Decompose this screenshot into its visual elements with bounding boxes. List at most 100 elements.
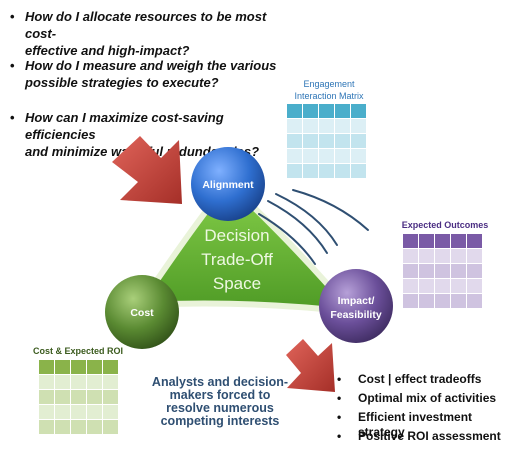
grid-cell [54,374,71,390]
grid-row [38,419,119,435]
alignment-label: Alignment [202,179,254,191]
impact-feasibility-node [319,269,393,343]
grid-row [402,293,483,309]
grid-row [286,148,367,164]
grid-row [402,248,483,264]
grid-cell [38,389,55,405]
grid-cell [350,118,367,134]
expected-outcomes-title: Expected Outcomes [401,220,489,230]
grid-header-cell [86,359,103,375]
grid-cell [450,263,467,279]
motion-lines [258,189,369,265]
bullet: • [10,58,15,73]
grid-cell [86,404,103,420]
grid-cell [418,278,435,294]
impact-label-line1: Impact/ [338,295,375,307]
grid-header-cell [350,103,367,119]
grid-cell [302,118,319,134]
grid-header-cell [70,359,87,375]
grid-header-cell [318,103,335,119]
grid-cell [402,263,419,279]
grid-cell [402,278,419,294]
grid-row [402,278,483,294]
grid-cell [70,389,87,405]
engagement-interaction-matrix [286,103,367,179]
grid-cell [302,148,319,164]
question-allocate-line2: effective and high-impact? [25,43,190,58]
grid-row [38,374,119,390]
grid-cell [286,133,303,149]
grid-cell [434,278,451,294]
grid-header-cell [54,359,71,375]
grid-cell [402,248,419,264]
grid-cell [38,374,55,390]
grid-row [286,118,367,134]
grid-row [286,163,367,179]
grid-cell [102,404,119,420]
grid-row [38,404,119,420]
grid-header-cell [466,233,483,249]
grid-cell [334,163,351,179]
grid-cell [466,263,483,279]
grid-header-cell [434,233,451,249]
grid-cell [86,419,103,435]
cost-roi-title: Cost & Expected ROI [32,346,124,356]
grid-cell [102,389,119,405]
grid-cell [418,293,435,309]
cost-roi-matrix [38,359,119,435]
grid-cell [38,404,55,420]
grid-cell [350,133,367,149]
analysts-caption: Analysts and decision- makers forced to … [151,375,289,428]
grid-cell [466,248,483,264]
grid-cell [450,248,467,264]
grid-cell [70,374,87,390]
grid-cell [54,389,71,405]
question-measure-line2: possible strategies to execute? [25,75,219,90]
grid-cell [350,148,367,164]
grid-row [286,103,367,119]
grid-cell [334,118,351,134]
red-arrow-bottom-right [286,339,335,392]
engagement-matrix-title: Engagement Interaction Matrix [294,79,364,101]
grid-cell [434,248,451,264]
grid-cell [286,148,303,164]
grid-cell [318,118,335,134]
expected-outcomes-matrix [402,233,483,309]
grid-cell [434,293,451,309]
question-measure-line1: How do I measure and weigh the various [25,58,277,73]
grid-cell [318,163,335,179]
grid-cell [86,374,103,390]
grid-cell [318,133,335,149]
grid-cell [402,293,419,309]
tradeoff-line3: Space [213,274,261,293]
grid-header-cell [450,233,467,249]
grid-row [402,263,483,279]
grid-cell [70,404,87,420]
grid-cell [466,278,483,294]
grid-cell [450,278,467,294]
grid-cell [286,118,303,134]
tradeoff-line2: Trade-Off [201,250,273,269]
grid-cell [450,293,467,309]
question-maximize-line1: How can I maximize cost-saving efficienc… [25,110,224,142]
grid-cell [102,419,119,435]
grid-cell [466,293,483,309]
grid-cell [70,419,87,435]
bullet: • [10,110,15,125]
bullet: • [10,9,15,24]
grid-cell [334,133,351,149]
grid-cell [38,419,55,435]
decision-triangle [137,180,355,315]
red-arrow-top-left [112,136,182,204]
grid-header-cell [302,103,319,119]
grid-cell [286,163,303,179]
grid-cell [418,263,435,279]
grid-cell [86,389,103,405]
grid-cell [434,263,451,279]
grid-header-cell [38,359,55,375]
grid-row [38,389,119,405]
grid-cell [302,133,319,149]
cost-label: Cost [130,307,154,319]
grid-cell [302,163,319,179]
